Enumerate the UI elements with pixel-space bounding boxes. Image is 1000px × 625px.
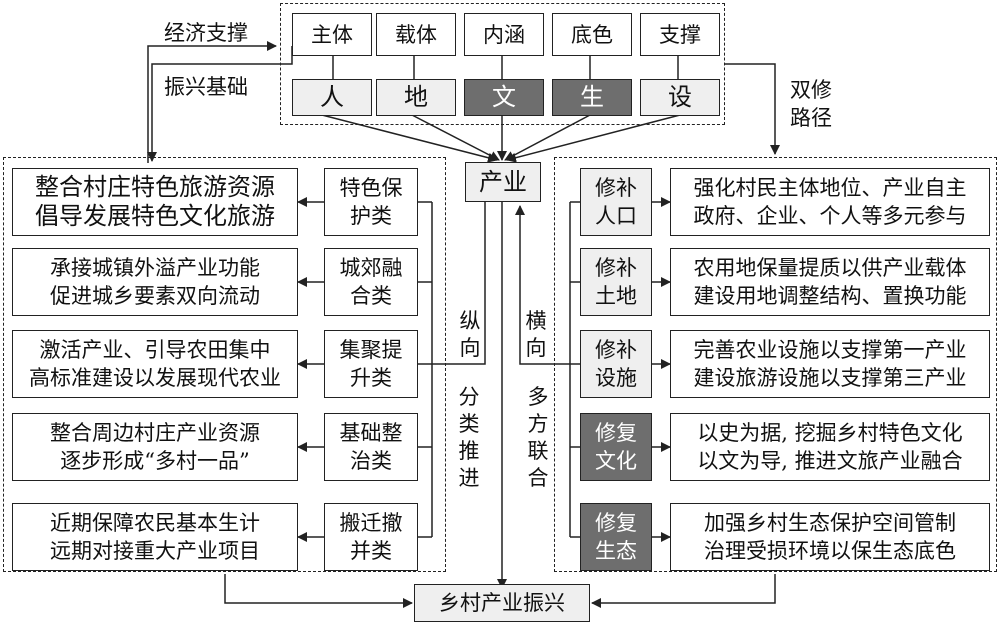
right-category-1: 修补 人口 [580,168,652,236]
top-label-subject: 主体 [292,13,372,56]
element-culture: 文 [464,79,544,116]
right-desc-5: 加强乡村生态保护空间管制 治理受损环境以保生态底色 [670,503,990,571]
right-desc-2: 农用地保量提质以供产业载体 建设用地调整结构、置换功能 [670,248,990,316]
element-facilities: 设 [640,79,720,116]
left-desc-5: 近期保障农民基本生计 远期对接重大产业项目 [12,503,298,571]
top-label-support: 支撑 [640,13,720,56]
top-label-background: 底色 [552,13,632,56]
top-label-connotation: 内涵 [464,13,544,56]
label-multi-party: 多方联合 [527,385,549,490]
left-category-5: 搬迁撤 并类 [324,503,418,571]
left-category-4: 基础整 治类 [324,413,418,481]
label-revitalization-base: 振兴基础 [164,75,248,99]
left-desc-3: 激活产业、引导农田集中 高标准建设以发展现代农业 [12,330,298,398]
right-desc-4: 以史为据, 挖掘乡村特色文化 以文为导, 推进文旅产业融合 [670,413,990,481]
right-desc-3: 完善农业设施以支撑第一产业 建设旅游设施以支撑第三产业 [670,330,990,398]
rural-industry-revitalization-box: 乡村产业振兴 [414,584,590,622]
element-ecology: 生 [552,79,632,116]
label-classified-push: 分类推进 [458,385,480,490]
right-category-5: 修复 生态 [580,503,652,571]
left-desc-2: 承接城镇外溢产业功能 促进城乡要素双向流动 [12,248,298,316]
element-people: 人 [292,79,372,116]
right-desc-1: 强化村民主体地位、产业自主 政府、企业、个人等多元参与 [670,168,990,236]
left-desc-1: 整合村庄特色旅游资源 倡导发展特色文化旅游 [12,168,298,236]
top-label-carrier: 载体 [376,13,456,56]
left-desc-4: 整合周边村庄产业资源 逐步形成“多村一品” [12,413,298,481]
element-land: 地 [376,79,456,116]
left-category-1: 特色保 护类 [324,168,418,236]
right-category-4: 修复 文化 [580,413,652,481]
label-dual-repair-path: 双修 路径 [790,78,832,130]
right-category-3: 修补 设施 [580,330,652,398]
left-category-3: 集聚提 升类 [324,330,418,398]
right-category-2: 修补 土地 [580,248,652,316]
label-economic-support: 经济支撑 [164,21,248,45]
label-horizontal: 横向 [525,309,547,360]
industry-box: 产业 [465,162,541,202]
left-category-2: 城郊融 合类 [324,248,418,316]
label-vertical: 纵向 [459,309,481,360]
